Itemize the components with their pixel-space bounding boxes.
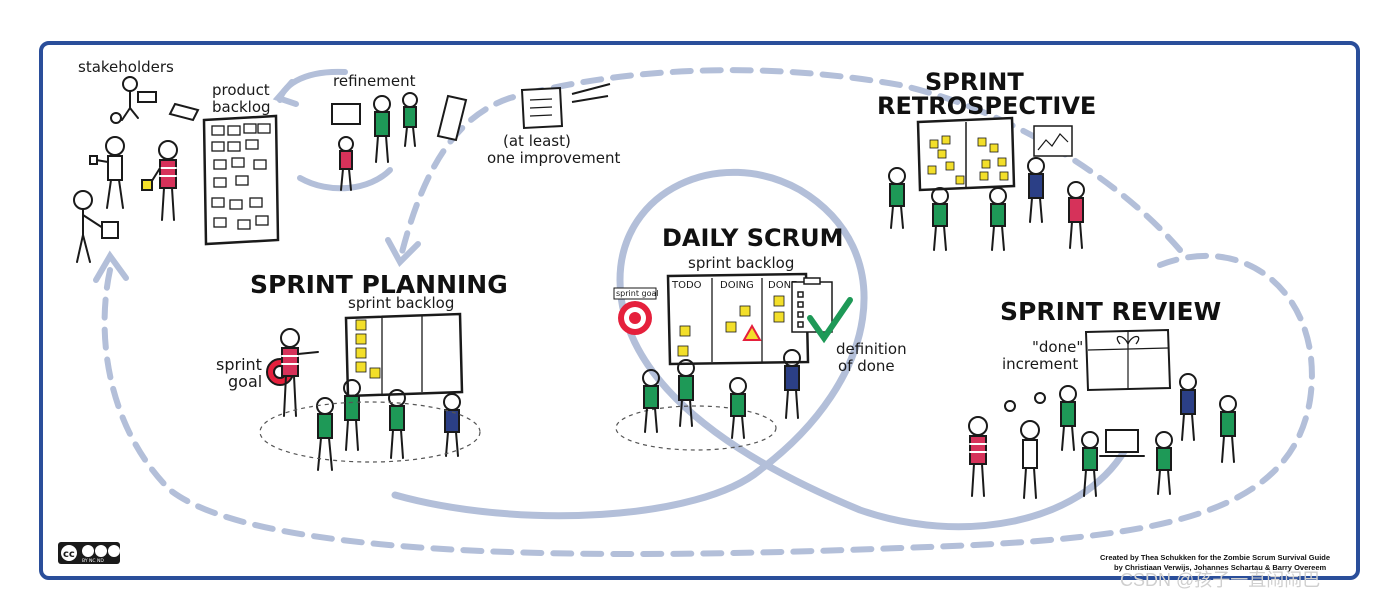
label-product-backlog-1: product — [212, 81, 270, 99]
title-daily-scrum: DAILY SCRUM — [662, 224, 843, 252]
title-retro-1: SPRINT — [925, 68, 1024, 96]
title-retro-2: RETROSPECTIVE — [877, 92, 1096, 120]
refinement-arrow — [272, 79, 299, 107]
label-product-backlog-2: backlog — [212, 98, 271, 116]
label-sprint-goal-tag: sprint goal — [616, 289, 659, 298]
label-daily-sprint-backlog: sprint backlog — [688, 254, 794, 272]
review-figures — [968, 373, 1237, 499]
frame-border — [39, 41, 1360, 580]
label-definition-2: of done — [838, 357, 895, 375]
label-improvement-2: one improvement — [487, 149, 620, 167]
watermark: CSDN @孩子一直闹闹巴 — [1120, 570, 1320, 590]
title-sprint-planning: SPRINT PLANNING — [250, 270, 508, 299]
daily-circle — [615, 405, 777, 451]
col-doing: DOING — [720, 280, 754, 291]
daily-board — [666, 272, 810, 366]
planning-figures — [266, 328, 461, 471]
label-improvement-1: (at least) — [503, 132, 571, 150]
credit-line-2: by Christiaan Verwijs, Johannes Schartau… — [1114, 563, 1327, 572]
planning-circle — [259, 401, 481, 463]
col-done: DONE — [768, 280, 797, 291]
label-planning-sprint-backlog: sprint backlog — [348, 294, 454, 312]
title-sprint-review: SPRINT REVIEW — [1000, 297, 1221, 326]
retro-figures — [888, 157, 1085, 251]
stakeholders-figures — [73, 76, 200, 263]
label-done-inc-2: increment — [1002, 355, 1078, 373]
cc-sub-text: BY NC ND — [82, 558, 104, 564]
label-refinement: refinement — [333, 72, 416, 90]
label-sprint-goal-1: sprint — [216, 355, 262, 374]
done-increment-gift — [1084, 328, 1172, 392]
product-backlog-board — [202, 114, 280, 246]
arrow-to-planning — [385, 237, 421, 267]
label-stakeholders: stakeholders — [78, 58, 174, 76]
label-sprint-goal-2: goal — [228, 372, 262, 391]
label-definition-1: definition — [836, 340, 907, 358]
daily-figures — [642, 349, 801, 439]
label-done-inc-1: "done" — [1032, 338, 1083, 356]
daily-scrum-loop — [391, 168, 1129, 531]
credit-line-1: Created by Thea Schukken for the Zombie … — [1100, 553, 1330, 562]
retro-board — [916, 116, 1073, 192]
refinement-figures — [331, 92, 468, 191]
col-todo: TODO — [671, 280, 702, 291]
planning-board — [344, 312, 464, 398]
definition-of-done-clipboard — [791, 277, 853, 344]
arrow-to-stakeholders — [93, 250, 129, 283]
sprint-goal-target — [613, 287, 657, 335]
cc-badge-text: cc — [63, 549, 75, 560]
improvement-note — [520, 83, 611, 130]
cc-license-icon — [58, 542, 120, 564]
